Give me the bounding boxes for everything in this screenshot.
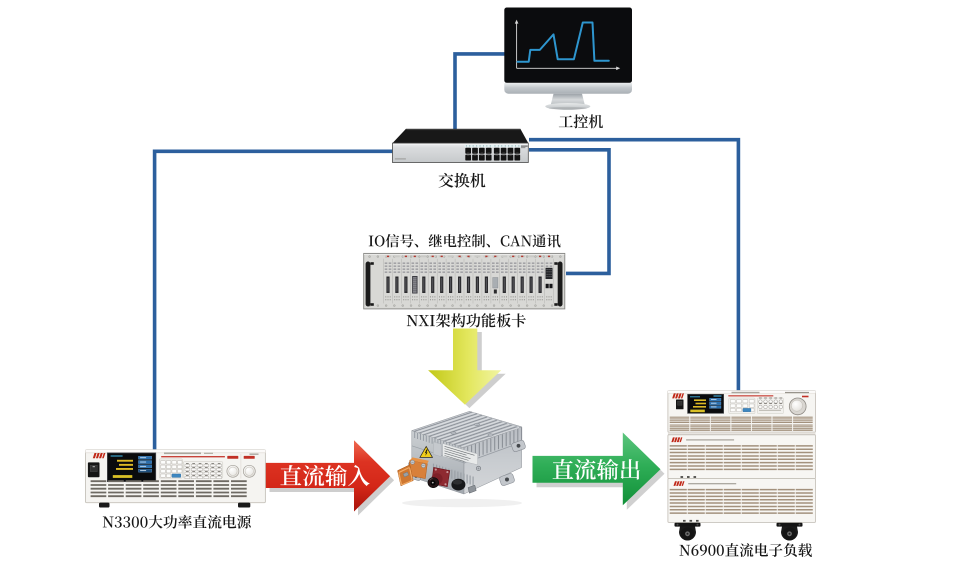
label-dc-electronic-load xyxy=(679,543,812,557)
node-dc-electronic-load xyxy=(667,390,816,541)
label-dc-power-supply xyxy=(102,514,252,529)
label-nxi-chassis xyxy=(406,313,526,328)
load-grille-1 xyxy=(669,416,813,431)
arrow-dc-input xyxy=(265,440,395,516)
switch-top xyxy=(392,128,529,144)
label-nxi-caption xyxy=(368,233,561,248)
psu-vents xyxy=(90,480,247,498)
label-industrial-pc xyxy=(558,114,603,129)
monitor-stand xyxy=(550,93,585,106)
waveform-axes xyxy=(516,22,617,69)
switch-ports xyxy=(465,147,521,161)
node-switch xyxy=(392,128,529,163)
nxi-cards xyxy=(383,255,554,304)
node-industrial-pc xyxy=(504,7,632,110)
connection-switch-psu xyxy=(152,149,393,451)
label-switch xyxy=(438,172,486,188)
connection-switch-load xyxy=(529,137,741,392)
monitor-screen xyxy=(504,7,632,83)
monitor-base xyxy=(545,103,591,110)
waveform-line xyxy=(516,21,610,63)
psu-logo xyxy=(92,453,106,459)
node-nxi-chassis xyxy=(363,252,566,310)
node-dut-converter xyxy=(397,411,526,508)
connection-pc-switch xyxy=(453,52,505,131)
arrow-control-down xyxy=(428,328,506,409)
monitor-chin xyxy=(504,82,632,94)
load-caster xyxy=(674,522,701,527)
load-caster xyxy=(776,522,803,527)
node-dc-power-supply xyxy=(85,449,266,508)
dut-label-plate xyxy=(442,443,478,466)
connection-switch-nxi xyxy=(529,148,611,276)
connection-lines xyxy=(152,52,741,451)
arrow-dc-output xyxy=(532,432,665,510)
dut-orange-connector xyxy=(397,457,429,487)
nxi-body xyxy=(363,252,566,310)
